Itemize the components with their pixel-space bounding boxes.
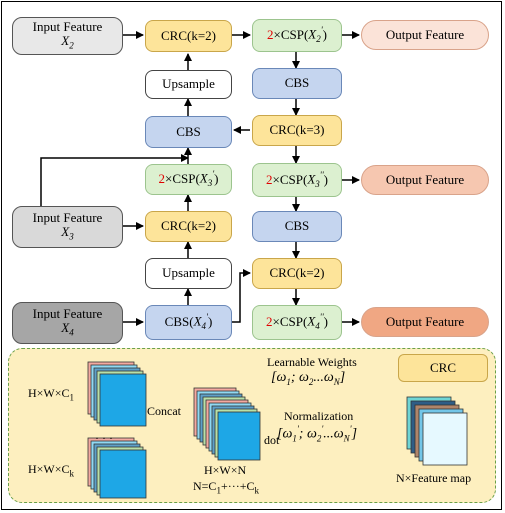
cbs-left-top: CBS bbox=[145, 116, 232, 148]
input-feature-x3: Input Feature X3 bbox=[12, 206, 123, 248]
crc-k2-mid: CRC(k=2) bbox=[145, 211, 232, 242]
cbs-x4-prime: CBS(X4') bbox=[145, 305, 232, 340]
crc-k2-bottom: CRC(k=2) bbox=[252, 258, 342, 289]
dot-label: dot bbox=[264, 433, 280, 447]
csp-x3-double-prime: 2×CSP(X3'') bbox=[252, 163, 342, 197]
concat-dims: H×W×N bbox=[204, 463, 247, 477]
crc-k2-top: CRC(k=2) bbox=[145, 20, 232, 52]
csp-x4-double-prime: 2×CSP(X4'') bbox=[252, 305, 342, 340]
input-feature-x3-label: Input Feature bbox=[32, 210, 103, 226]
concat-label: Concat bbox=[147, 404, 181, 418]
crc-panel-tag: CRC bbox=[398, 354, 488, 382]
input-dims-top: H×W×C1 bbox=[28, 386, 75, 403]
upsample-top: Upsample bbox=[145, 70, 232, 99]
input-feature-x2-symbol: X2 bbox=[61, 33, 74, 51]
normalized-weights-vector: [ω1'; ω2'...ωN'] bbox=[277, 424, 358, 444]
upsample-bottom: Upsample bbox=[145, 258, 232, 289]
output-feature-map-stack bbox=[406, 396, 468, 466]
crc-k3: CRC(k=3) bbox=[252, 115, 342, 146]
input-dims-bottom: H×W×Ck bbox=[28, 462, 75, 479]
output-feature-top: Output Feature bbox=[361, 20, 489, 50]
output-feature-mid: Output Feature bbox=[361, 165, 489, 195]
learnable-weights-label: Learnable Weights bbox=[267, 355, 357, 369]
normalization-label: Normalization bbox=[284, 409, 354, 423]
n-sum-label: N=C1+···+Ck bbox=[193, 479, 259, 496]
input-feature-x3-symbol: X3 bbox=[61, 224, 74, 242]
csp-x3-prime: 2×CSP(X3') bbox=[145, 164, 232, 195]
feature-map-label: N×Feature map bbox=[396, 471, 472, 485]
input-feature-x4: Input Feature X4 bbox=[12, 302, 123, 344]
input-feature-x4-symbol: X4 bbox=[61, 320, 74, 338]
csp-x2-prime: 2×CSP(X2') bbox=[252, 19, 342, 52]
cbs-center: CBS bbox=[252, 211, 342, 242]
input-stack-bottom bbox=[87, 437, 147, 499]
output-feature-bottom: Output Feature bbox=[361, 307, 489, 337]
input-stack-top bbox=[87, 361, 147, 427]
concat-stack bbox=[193, 387, 261, 461]
input-feature-x2-label: Input Feature bbox=[32, 19, 103, 35]
ellipsis: · · · bbox=[95, 431, 113, 445]
input-feature-x2: Input Feature X2 bbox=[12, 17, 123, 55]
input-feature-x4-label: Input Feature bbox=[32, 306, 103, 322]
weights-vector: [ω1; ω2...ωN] bbox=[271, 370, 346, 387]
cbs-right-top: CBS bbox=[252, 68, 342, 99]
